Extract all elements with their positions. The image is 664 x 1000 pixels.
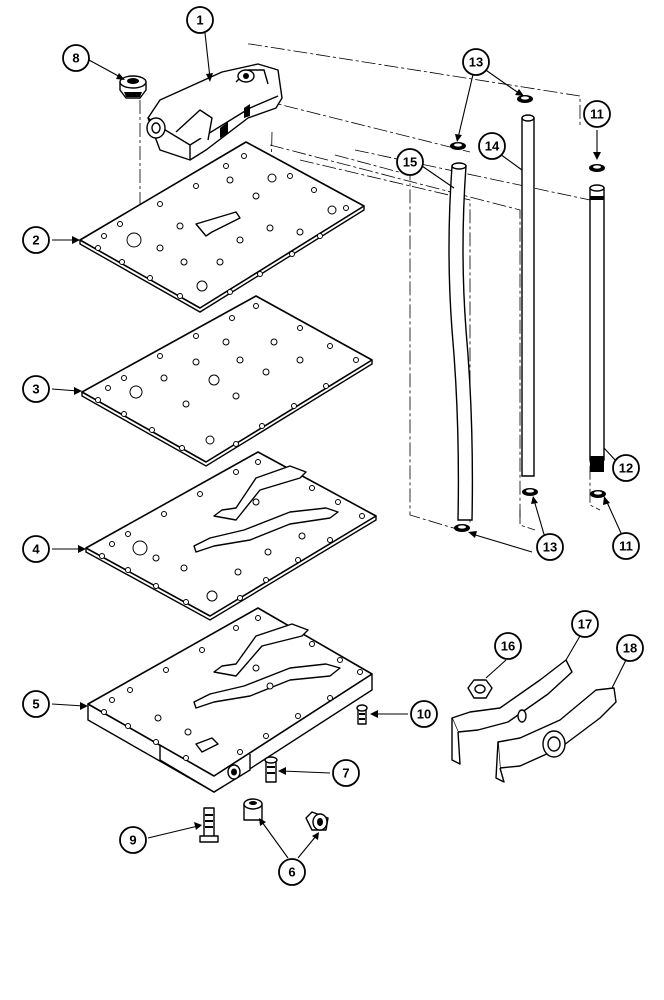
svg-text:2: 2 — [32, 233, 39, 248]
svg-text:9: 9 — [129, 833, 136, 848]
svg-text:14: 14 — [485, 139, 500, 154]
callout-12: 12 — [612, 454, 640, 482]
separator-plate-2 — [79, 141, 365, 313]
bracket-18 — [495, 687, 617, 783]
callout-11-top: 11 — [583, 100, 611, 128]
screw-10 — [356, 704, 368, 725]
gasket-plate-3 — [81, 295, 373, 467]
svg-text:11: 11 — [590, 107, 604, 122]
callout-18: 18 — [616, 634, 644, 662]
callout-16: 16 — [494, 632, 522, 660]
callout-13-top: 13 — [462, 48, 490, 76]
tube-14 — [521, 114, 535, 477]
screw-9 — [199, 807, 219, 843]
tube-12 — [589, 184, 605, 472]
tube-15 — [448, 162, 474, 521]
screw-7 — [264, 756, 278, 783]
nut-16 — [467, 679, 493, 699]
fitting-6b — [305, 811, 329, 831]
svg-text:15: 15 — [403, 155, 417, 170]
svg-text:4: 4 — [32, 542, 40, 557]
svg-text:12: 12 — [619, 461, 633, 476]
svg-text:11: 11 — [619, 539, 633, 554]
callout-2: 2 — [22, 226, 50, 254]
svg-text:5: 5 — [32, 697, 39, 712]
bracket-17 — [451, 659, 573, 765]
callout-8: 8 — [62, 44, 90, 72]
svg-text:16: 16 — [501, 639, 515, 654]
callout-7: 7 — [332, 759, 360, 787]
svg-text:8: 8 — [72, 51, 79, 66]
callout-14: 14 — [478, 132, 506, 160]
svg-text:7: 7 — [342, 766, 349, 781]
o-rings — [450, 95, 606, 532]
svg-text:17: 17 — [578, 617, 592, 632]
svg-text:1: 1 — [196, 13, 203, 28]
callout-10: 10 — [410, 700, 438, 728]
fitting-6a — [243, 798, 263, 821]
leader-lines — [51, 32, 627, 859]
callout-15: 15 — [396, 148, 424, 176]
svg-text:13: 13 — [469, 55, 483, 70]
callout-6: 6 — [278, 858, 306, 886]
callout-1: 1 — [186, 6, 214, 34]
channel-plate-4 — [85, 451, 377, 621]
callout-17: 17 — [571, 610, 599, 638]
plug-part-8 — [119, 75, 147, 99]
svg-text:6: 6 — [288, 865, 295, 880]
valve-body-part — [146, 63, 283, 161]
callout-13-bottom: 13 — [536, 533, 564, 561]
svg-text:10: 10 — [417, 707, 431, 722]
svg-text:3: 3 — [32, 382, 39, 397]
svg-text:13: 13 — [543, 540, 557, 555]
callout-9: 9 — [119, 826, 147, 854]
svg-text:18: 18 — [623, 641, 637, 656]
callout-3: 3 — [22, 375, 50, 403]
callout-5: 5 — [22, 690, 50, 718]
callout-11-bottom: 11 — [612, 532, 640, 560]
base-plate-5 — [87, 607, 373, 793]
callout-4: 4 — [22, 535, 50, 563]
